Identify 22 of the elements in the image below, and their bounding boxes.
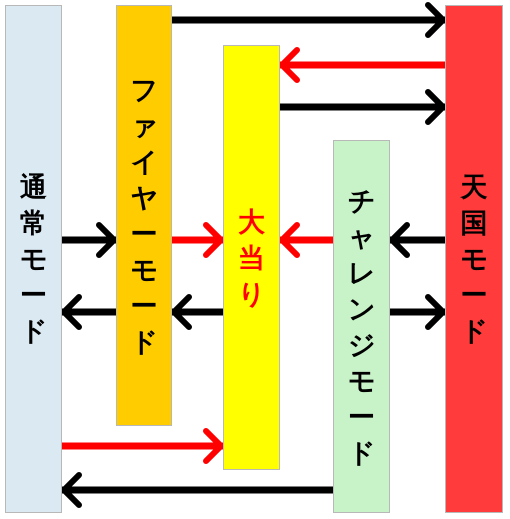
arrow bbox=[172, 222, 224, 258]
mode-box bbox=[223, 45, 280, 470]
mode-label: 大当り bbox=[238, 206, 265, 312]
arrow bbox=[61, 472, 333, 508]
arrow bbox=[61, 294, 116, 330]
arrow bbox=[172, 2, 446, 38]
arrow bbox=[279, 47, 445, 83]
mode-box bbox=[116, 5, 172, 426]
mode-box bbox=[5, 5, 62, 513]
arrow bbox=[389, 222, 445, 258]
mode-box bbox=[333, 140, 390, 513]
arrow bbox=[62, 428, 224, 464]
arrow bbox=[279, 222, 333, 258]
arrow bbox=[62, 222, 117, 258]
mode-label: チャレンジモード bbox=[348, 184, 375, 470]
arrow bbox=[171, 294, 223, 330]
mode-label: 通常モード bbox=[20, 171, 47, 349]
mode-box bbox=[445, 5, 503, 513]
arrow bbox=[390, 294, 446, 330]
mode-label: 天国モード bbox=[460, 171, 488, 349]
arrow bbox=[280, 89, 446, 125]
mode-label: ファイヤーモード bbox=[130, 74, 158, 360]
